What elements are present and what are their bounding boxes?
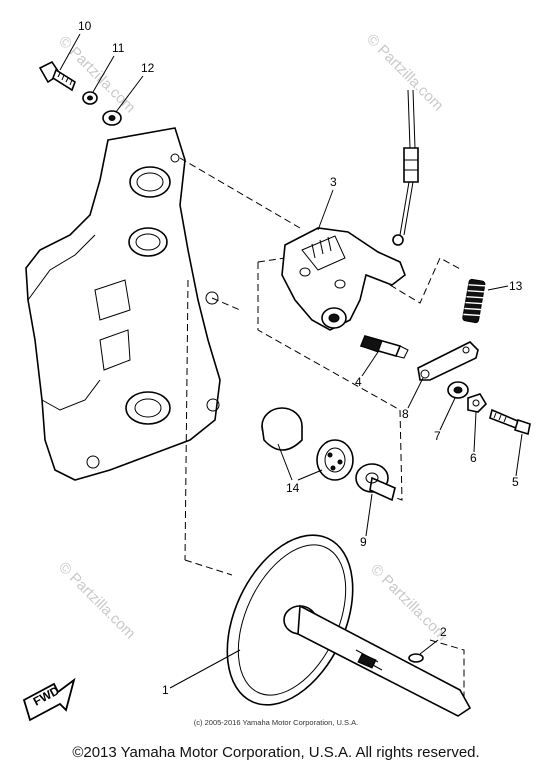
watermark-1: © Partzilla.com [55, 33, 138, 116]
callout-2: 2 [440, 625, 447, 639]
throttle-cable [392, 89, 419, 246]
callout-12: 12 [141, 61, 155, 75]
part-5-bolt [489, 408, 531, 436]
part-2-key [408, 653, 424, 663]
part-1-sheave [226, 534, 472, 717]
callout-14: 14 [286, 481, 300, 495]
watermark-4: © Partzilla.com [55, 559, 138, 642]
part-13-spring [462, 278, 487, 324]
fwd-arrow-icon: FWD [22, 677, 76, 722]
callout-6: 6 [470, 451, 477, 465]
callout-1: 1 [162, 683, 169, 697]
callout-11: 11 [112, 41, 125, 55]
footer-copyright: ©2013 Yamaha Motor Corporation, U.S.A. A… [72, 744, 480, 761]
callout-5: 5 [512, 475, 519, 489]
callout-10: 10 [78, 19, 92, 33]
part-4-sleeve [359, 335, 409, 359]
callout-3: 3 [330, 175, 337, 189]
part-10-bolt [38, 60, 76, 92]
part-3-lever-bracket [281, 227, 406, 331]
callout-9: 9 [360, 535, 367, 549]
housing-cover [25, 127, 221, 481]
part-9-spacer [355, 463, 396, 502]
callout-8: 8 [402, 407, 409, 421]
callout-13: 13 [509, 279, 523, 293]
part-6-nut [467, 393, 488, 413]
part-8-plate [417, 341, 479, 381]
watermark-2: © Partzilla.com [363, 31, 446, 114]
part-14-weights [261, 407, 354, 481]
callout-7: 7 [434, 429, 441, 443]
callout-4: 4 [355, 375, 362, 389]
callouts: 10 11 12 3 13 4 8 7 6 5 14 9 2 1 [59, 19, 523, 697]
watermark-5: © Partzilla.com [367, 561, 450, 644]
guide-lines [179, 157, 465, 712]
diagram-copyright: (c) 2005-2016 Yamaha Motor Corporation, … [193, 718, 359, 727]
